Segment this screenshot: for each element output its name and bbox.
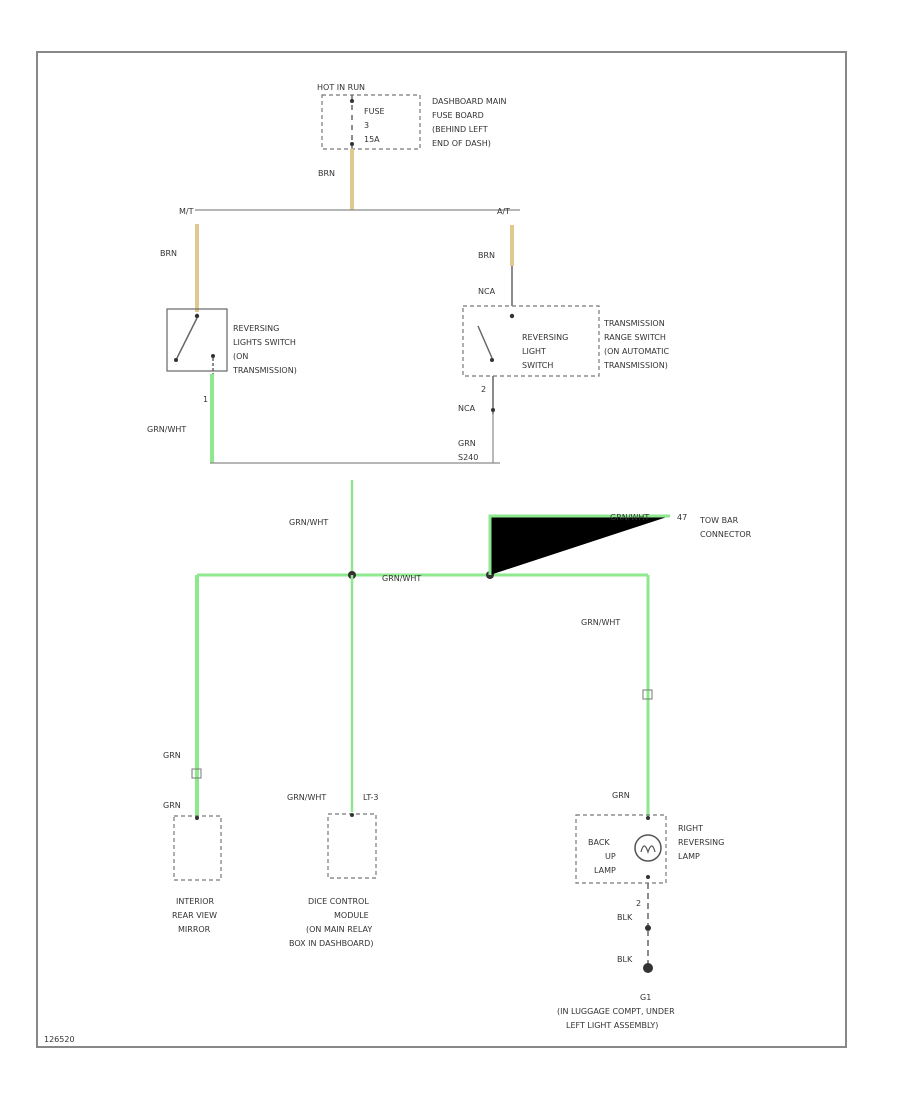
- mt-switch-top-terminal: [194, 313, 200, 319]
- at-switch-box: [462, 305, 600, 377]
- mt-switch-pivot: [174, 358, 178, 362]
- module-label-4: BOX IN DASHBOARD): [289, 939, 373, 948]
- lamp-outer-3: LAMP: [678, 852, 700, 861]
- at-switch-outer-4: TRANSMISSION): [603, 361, 668, 370]
- lamp-box: [575, 814, 667, 884]
- tow-bar-pin: 47: [677, 513, 687, 522]
- label-splice: S240: [458, 453, 478, 462]
- footer-code: 126520: [44, 1035, 75, 1044]
- label-blk-1: BLK: [617, 913, 633, 922]
- fuse-location-2: FUSE BOARD: [432, 111, 484, 120]
- label-grn-mirror-lower: GRN: [163, 801, 181, 810]
- ground-location-1: (IN LUGGAGE COMPT, UNDER: [557, 1007, 675, 1016]
- module-label-2: MODULE: [334, 911, 369, 920]
- mirror-connector: [191, 768, 202, 779]
- fuse-location-3: (BEHIND LEFT: [432, 125, 488, 134]
- label-at: A/T: [497, 207, 510, 216]
- label-grn-lamp: GRN: [612, 791, 630, 800]
- wire-grn-wht-tow: [488, 514, 670, 575]
- lamp-filament: [640, 845, 656, 854]
- at-switch-inner-3: SWITCH: [522, 361, 553, 370]
- ground-location-2: LEFT LIGHT ASSEMBLY): [566, 1021, 658, 1030]
- label-brn-main: BRN: [318, 169, 335, 178]
- mirror-box: [173, 815, 222, 881]
- lamp-outer-1: RIGHT: [678, 824, 703, 833]
- fuse-terminal-bottom: [350, 142, 354, 146]
- at-switch-outer-2: RANGE SWITCH: [604, 333, 666, 342]
- ground-connector: [645, 925, 651, 931]
- at-switch-outer-3: (ON AUTOMATIC: [604, 347, 669, 356]
- label-module-pin: LT-3: [363, 793, 378, 802]
- at-switch-pivot: [490, 358, 494, 362]
- label-grn-wht-tow: GRN/WHT: [610, 513, 649, 522]
- tow-bar-label-1: TOW BAR: [699, 516, 739, 525]
- reversing-lamp: BACK UP LAMP RIGHT REVERSING LAMP: [575, 814, 724, 884]
- label-grn-mirror: GRN: [163, 751, 181, 760]
- mt-switch-label-1: REVERSING: [233, 324, 279, 333]
- fuse-block: HOT IN RUN FUSE 3 15A DASHBOARD MAIN FUS…: [317, 83, 507, 150]
- module-box: [327, 813, 377, 879]
- at-lower-connector: [491, 408, 495, 412]
- label-grn-wht-left: GRN/WHT: [147, 425, 186, 434]
- label-brn-right: BRN: [478, 251, 495, 260]
- mirror-terminal: [195, 816, 199, 820]
- label-pin-2: 2: [481, 385, 486, 394]
- dice-control-module: DICE CONTROL MODULE (ON MAIN RELAY BOX I…: [289, 813, 377, 948]
- at-switch-inner-1: REVERSING: [522, 333, 568, 342]
- fuse-hot-label: HOT IN RUN: [317, 83, 365, 92]
- fuse-location-4: END OF DASH): [432, 139, 491, 148]
- lamp-terminal-top: [646, 816, 650, 820]
- at-range-switch: REVERSING LIGHT SWITCH TRANSMISSION RANG…: [462, 305, 669, 377]
- fuse-rating: 15A: [364, 135, 380, 144]
- module-terminal: [350, 813, 354, 817]
- interior-mirror: INTERIOR REAR VIEW MIRROR: [172, 815, 222, 934]
- fuse-label: FUSE: [364, 107, 385, 116]
- ground-point-icon: [643, 963, 653, 973]
- label-grn-wht-lamp: GRN/WHT: [581, 618, 620, 627]
- mt-switch-contact: [211, 354, 215, 358]
- at-switch-blade: [477, 325, 493, 359]
- fuse-number: 3: [364, 121, 369, 130]
- mt-switch-blade: [175, 317, 198, 361]
- lamp-connector: [642, 689, 653, 700]
- at-switch-outer-1: TRANSMISSION: [603, 319, 665, 328]
- mirror-label-3: MIRROR: [178, 925, 211, 934]
- at-switch-inner-2: LIGHT: [522, 347, 546, 356]
- fuse-box: [321, 94, 421, 150]
- mt-reversing-switch: REVERSING LIGHTS SWITCH (ON TRANSMISSION…: [166, 308, 297, 375]
- lamp-outer-2: REVERSING: [678, 838, 724, 847]
- label-nca-bottom: NCA: [458, 404, 476, 413]
- mirror-label-1: INTERIOR: [176, 897, 215, 906]
- label-blk-2: BLK: [617, 955, 633, 964]
- lamp-inner-3: LAMP: [594, 866, 616, 875]
- label-grn-wht-cross: GRN/WHT: [382, 574, 421, 583]
- module-label-1: DICE CONTROL: [308, 897, 369, 906]
- mt-switch-label-3: (ON: [233, 352, 248, 361]
- label-mt: M/T: [179, 207, 194, 216]
- lamp-bulb-icon: [634, 834, 662, 862]
- lamp-terminal-bottom: [646, 875, 650, 879]
- label-brn-left: BRN: [160, 249, 177, 258]
- label-grn-wht-trunk: GRN/WHT: [289, 518, 328, 527]
- at-switch-top-terminal: [509, 313, 515, 319]
- label-nca-top: NCA: [478, 287, 496, 296]
- mt-switch-label-2: LIGHTS SWITCH: [233, 338, 296, 347]
- mt-switch-label-4: TRANSMISSION): [232, 366, 297, 375]
- ground-id: G1: [640, 993, 651, 1002]
- module-label-3: (ON MAIN RELAY: [306, 925, 372, 934]
- lamp-inner-1: BACK: [588, 838, 610, 847]
- fuse-location-1: DASHBOARD MAIN: [432, 97, 507, 106]
- diagram-border: [36, 51, 847, 1048]
- label-pin-1: 1: [203, 395, 208, 404]
- tow-bar-label-2: CONNECTOR: [700, 530, 752, 539]
- label-pin-3: 2: [636, 899, 641, 908]
- label-grn-wht-module: GRN/WHT: [287, 793, 326, 802]
- label-grn-bottom: GRN: [458, 439, 476, 448]
- mt-switch-box: [166, 308, 228, 372]
- mirror-label-2: REAR VIEW: [172, 911, 217, 920]
- fuse-terminal-top: [350, 99, 354, 103]
- lamp-inner-2: UP: [605, 852, 616, 861]
